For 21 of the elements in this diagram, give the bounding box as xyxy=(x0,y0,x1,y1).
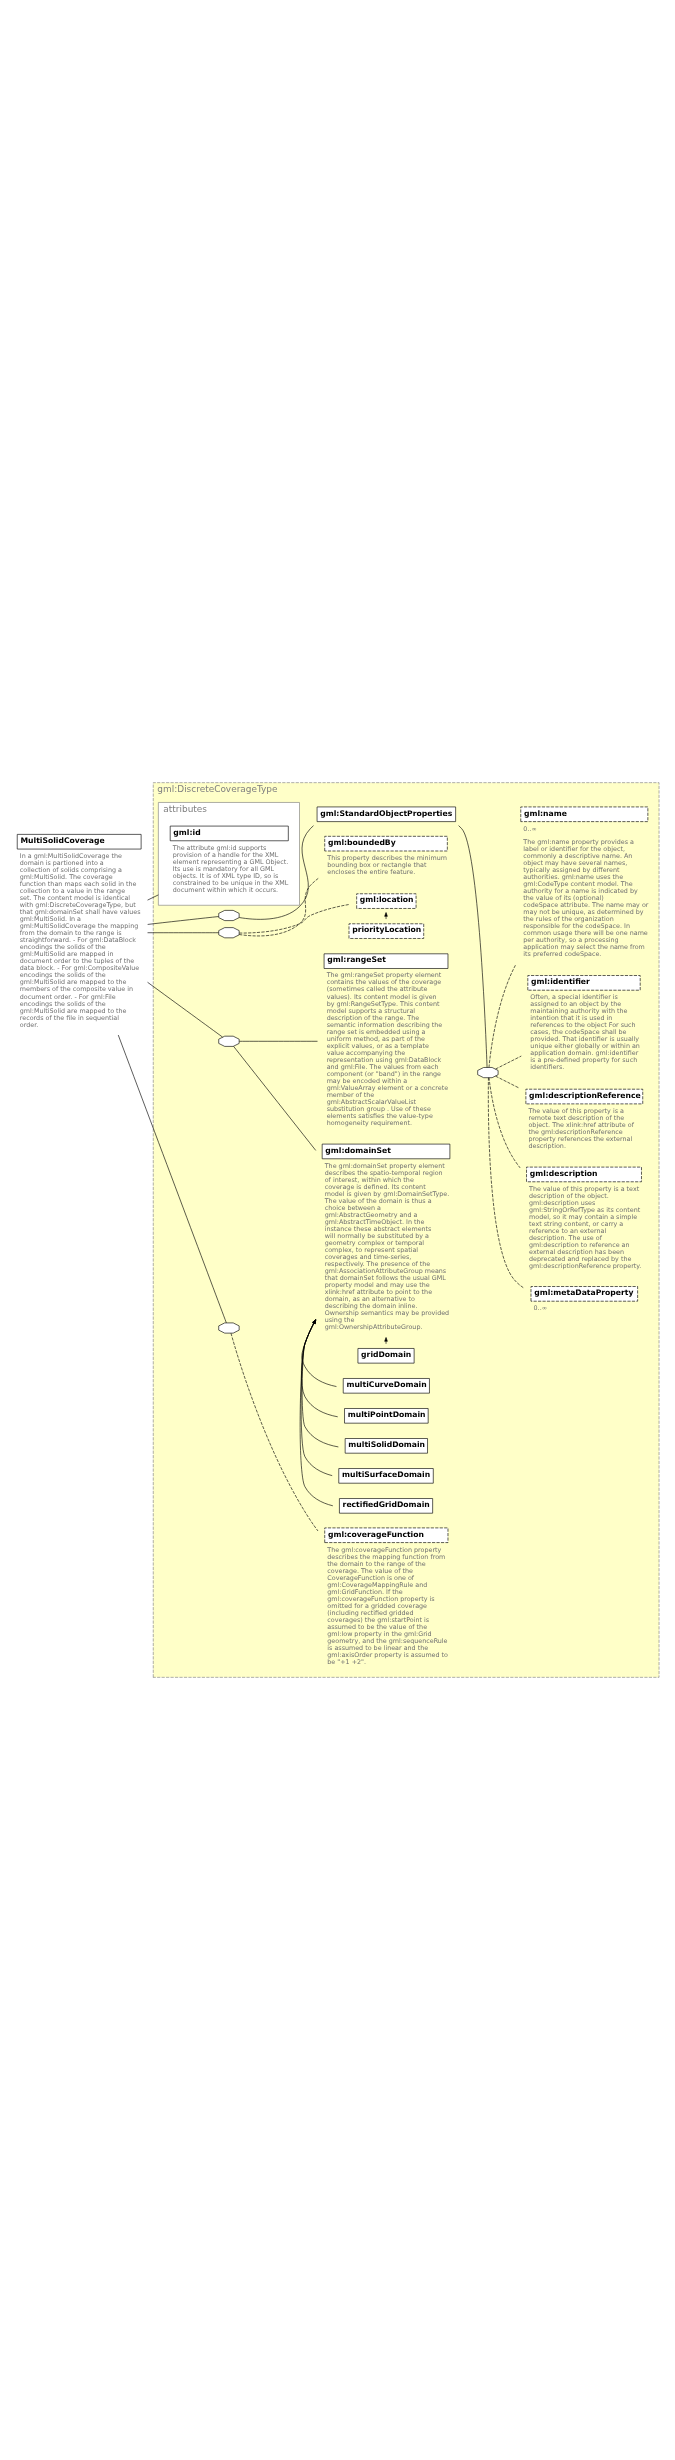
node-octagon xyxy=(218,927,240,939)
node-octagon xyxy=(218,910,240,921)
connector xyxy=(488,1077,521,1169)
arrow xyxy=(301,1319,337,1387)
connector xyxy=(488,1077,525,1289)
arrow xyxy=(299,1319,334,1507)
connector xyxy=(458,825,488,1068)
connector xyxy=(238,878,319,937)
connector xyxy=(238,825,314,920)
arrow xyxy=(300,1319,333,1476)
node-octagon xyxy=(477,1067,499,1078)
node-octagon xyxy=(218,1035,240,1047)
connector xyxy=(147,932,219,934)
node-octagon xyxy=(218,1322,240,1334)
arrow xyxy=(301,1319,339,1418)
connector xyxy=(488,964,517,1068)
arrow xyxy=(384,912,388,920)
connector xyxy=(147,916,219,925)
arrow xyxy=(384,1337,388,1345)
connector xyxy=(238,904,351,934)
arrow xyxy=(301,1319,339,1448)
